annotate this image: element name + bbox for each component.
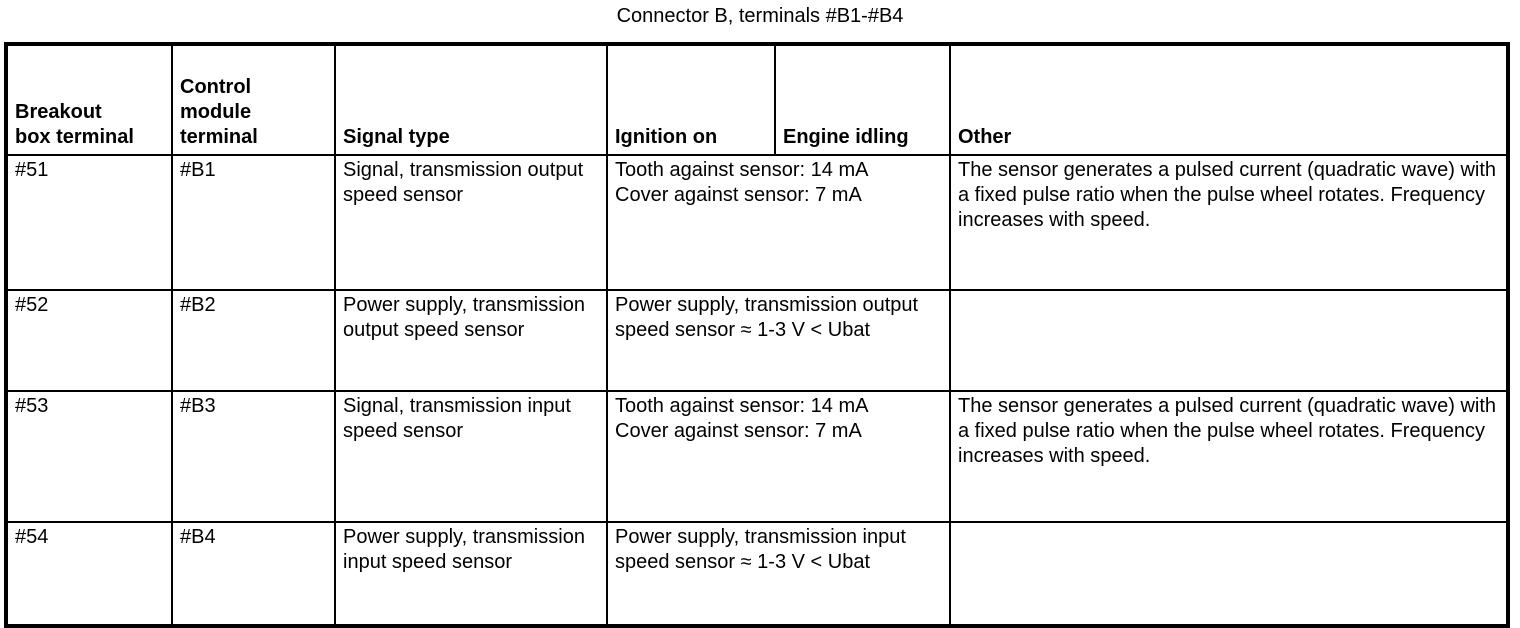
header-row: Breakout box terminal Control module ter… (5, 43, 1509, 156)
header-text: Control module terminal (180, 76, 258, 148)
cell-text: Tooth against sensor: 14 mA Cover agains… (615, 159, 869, 206)
table-row: #54 #B4 Power supply, transmission input… (5, 521, 1509, 627)
cell-text: Signal, transmission output speed sensor (343, 159, 584, 206)
table-row: #53 #B3 Signal, transmission input speed… (5, 390, 1509, 523)
cell-signal-type: Power supply, transmission output speed … (334, 289, 608, 392)
cell-text: Tooth against sensor: 14 mA Cover agains… (615, 395, 869, 442)
header-text: Other (958, 126, 1012, 148)
cell-text (958, 525, 1500, 526)
cell-text: Power supply, transmission input speed s… (343, 526, 585, 573)
cell-other (949, 521, 1509, 627)
column-header-ignition-on: Ignition on (606, 43, 776, 156)
header-text: Engine idling (783, 126, 909, 148)
cell-control-module-terminal: #B3 (171, 390, 336, 523)
spec-table-container: Breakout box terminal Control module ter… (4, 42, 1512, 628)
cell-measurement: Power supply, transmission output speed … (606, 289, 951, 392)
table-header: Breakout box terminal Control module ter… (5, 43, 1509, 156)
cell-text: #B2 (180, 294, 216, 316)
cell-signal-type: Signal, transmission input speed sensor (334, 390, 608, 523)
cell-text: Signal, transmission input speed sensor (343, 395, 571, 442)
cell-other (949, 289, 1509, 392)
cell-control-module-terminal: #B2 (171, 289, 336, 392)
table-body: #51 #B1 Signal, transmission output spee… (5, 154, 1509, 627)
cell-control-module-terminal: #B4 (171, 521, 336, 627)
cell-measurement: Power supply, transmission input speed s… (606, 521, 951, 627)
cell-text: The sensor generates a pulsed current (q… (958, 395, 1497, 467)
cell-control-module-terminal: #B1 (171, 154, 336, 291)
header-text: Breakout box terminal (15, 101, 134, 148)
cell-text: #B1 (180, 159, 216, 181)
column-header-signal-type: Signal type (334, 43, 608, 156)
cell-other: The sensor generates a pulsed current (q… (949, 154, 1509, 291)
cell-text: #52 (15, 294, 49, 316)
header-text: Ignition on (615, 126, 718, 148)
cell-signal-type: Power supply, transmission input speed s… (334, 521, 608, 627)
cell-breakout-box-terminal: #53 (5, 390, 173, 523)
column-header-engine-idling: Engine idling (774, 43, 951, 156)
table-row: #51 #B1 Signal, transmission output spee… (5, 154, 1509, 291)
cell-measurement: Tooth against sensor: 14 mA Cover agains… (606, 390, 951, 523)
cell-text (958, 293, 1500, 294)
cell-signal-type: Signal, transmission output speed sensor (334, 154, 608, 291)
cell-text: #53 (15, 395, 49, 417)
cell-text: Power supply, transmission input speed s… (615, 526, 906, 573)
cell-text: #54 (15, 526, 49, 548)
header-text: Signal type (343, 126, 450, 148)
column-header-other: Other (949, 43, 1509, 156)
cell-breakout-box-terminal: #51 (5, 154, 173, 291)
cell-text: Power supply, transmission output speed … (343, 294, 585, 341)
cell-text: The sensor generates a pulsed current (q… (958, 159, 1497, 231)
connector-b-terminal-table: Breakout box terminal Control module ter… (4, 42, 1510, 628)
cell-text: Power supply, transmission output speed … (615, 294, 919, 341)
cell-text: #B3 (180, 395, 216, 417)
cell-breakout-box-terminal: #52 (5, 289, 173, 392)
column-header-control-module-terminal: Control module terminal (171, 43, 336, 156)
cell-other: The sensor generates a pulsed current (q… (949, 390, 1509, 523)
cell-text: #51 (15, 159, 49, 181)
cell-text: #B4 (180, 526, 216, 548)
table-row: #52 #B2 Power supply, transmission outpu… (5, 289, 1509, 392)
cell-breakout-box-terminal: #54 (5, 521, 173, 627)
cell-measurement: Tooth against sensor: 14 mA Cover agains… (606, 154, 951, 291)
table-caption: Connector B, terminals #B1-#B4 (616, 5, 904, 27)
column-header-breakout-box-terminal: Breakout box terminal (5, 43, 173, 156)
